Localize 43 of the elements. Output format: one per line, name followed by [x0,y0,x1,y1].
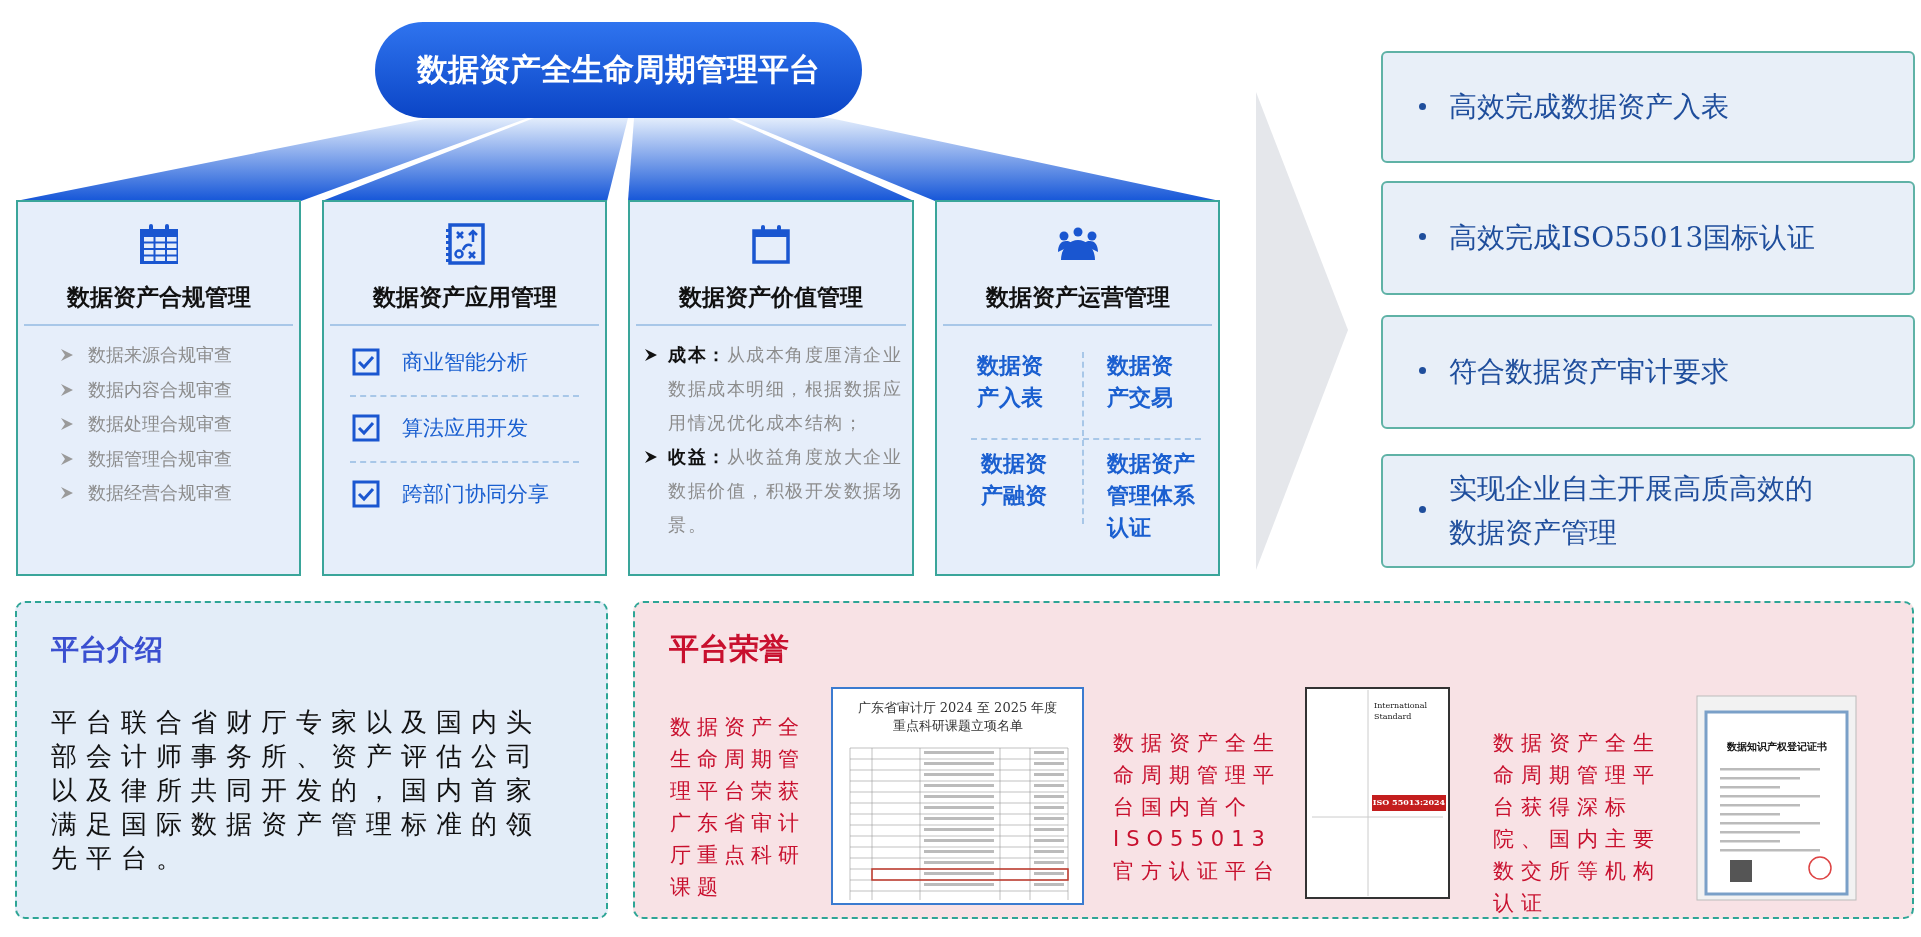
review-item: 数据处理合规审查 [88,412,232,436]
outcome-box [1381,181,1915,295]
outcome-text: 实现企业自主开展高质高效的数据资产管理 [1449,471,1814,551]
category-card [322,200,607,576]
honor-text: 数据资产全生命周期管理平台获得深标院、国内主要数交所等机构认证 [1493,730,1662,917]
category-card [935,200,1220,576]
outcome-box [1381,454,1915,568]
value-paragraph: 成本：从成本角度厘清企业数据成本明细，根据数据应用情况优化成本结构； [668,343,903,435]
operation-item: 数据资产管理体系认证 [1107,450,1196,542]
document-text: 重点科研课题立项名单 [891,718,1024,734]
category-heading: 数据资产运营管理 [984,283,1171,312]
application-item: 跨部门协同分享 [402,481,549,508]
category-heading: 数据资产应用管理 [371,283,558,312]
category-card [16,200,301,576]
title-text: 数据资产全生命周期管理平台 [417,50,820,89]
honor-text: 数据资产全生命周期管理平台荣获广东省审计厅重点科研课题 [670,714,806,901]
review-item: 数据管理合规审查 [88,446,232,471]
document-text: ISO 55013:2024 [1372,797,1446,808]
intro-paragraph: 平台联合省财厅专家以及国内头部会计师事务所、资产评估公司以及律所共同开发的，国内首家满足国际数据资产管理标准的领先平台。 [51,706,542,875]
honor-text: 数据资产全生命周期管理平台国内首个ISO55013官方认证平台 [1113,730,1282,885]
application-item: 商业智能分析 [402,349,528,376]
panel-heading: 平台介绍 [51,632,163,668]
panel-heading: 平台荣誉 [669,630,789,668]
outcome-text: 符合数据资产审计要求 [1449,354,1730,390]
review-item: 数据来源合规审查 [88,343,232,367]
outcome-text: 高效完成ISO55013国标认证 [1449,220,1817,256]
application-item: 算法应用开发 [402,415,528,442]
operation-item: 数据资产融资 [981,450,1048,510]
operation-item: 数据资产入表 [977,352,1044,412]
document-text: 数据知识产权登记证书 [1726,740,1828,753]
value-paragraph: 收益：从收益角度放大企业数据价值，积极开发数据场景。 [668,445,903,537]
document-text: 广东省审计厅 2024 至 2025 年度 [856,700,1059,716]
review-item: 数据经营合规审查 [88,481,232,505]
category-heading: 数据资产合规管理 [65,283,252,312]
category-heading: 数据资产价值管理 [677,283,864,312]
outcome-box [1381,315,1915,429]
review-item: 数据内容合规审查 [88,377,232,402]
outcome-text: 高效完成数据资产入表 [1449,89,1730,125]
document-text: International Standard [1374,700,1429,722]
intro-panel [15,601,608,919]
category-card [628,200,914,576]
operation-item: 数据资产交易 [1107,352,1174,412]
outcome-box [1381,51,1915,163]
